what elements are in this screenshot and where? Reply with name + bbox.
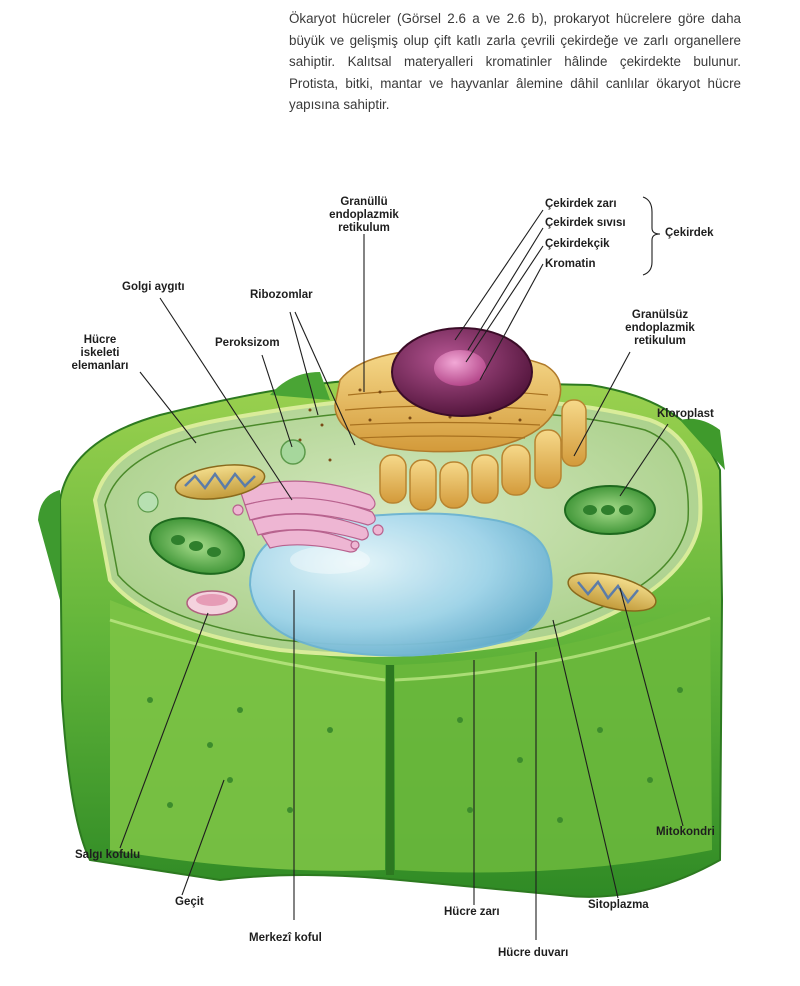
plasmodesmata bbox=[147, 687, 683, 823]
chloroplast-left bbox=[149, 517, 245, 575]
smooth-er bbox=[379, 399, 587, 511]
label-cell-membrane: Hücre zarı bbox=[444, 906, 500, 918]
label-mitochondrion: Mitokondri bbox=[656, 826, 715, 838]
label-cytoskeleton: Hücre iskeleti elemanları bbox=[71, 334, 129, 372]
label-nucleus: Çekirdek bbox=[665, 227, 714, 239]
label-chromatin: Kromatin bbox=[545, 258, 596, 270]
label-cytoplasm: Sitoplazma bbox=[588, 899, 649, 911]
label-smooth-er: Granülsüz endoplazmik retikulum bbox=[625, 309, 695, 347]
label-nucleoplasm: Çekirdek sıvısı bbox=[545, 217, 626, 229]
label-peroxisome: Peroksizom bbox=[215, 337, 280, 349]
front-wall-left bbox=[110, 600, 385, 871]
label-cell-wall: Hücre duvarı bbox=[498, 947, 569, 959]
cell-wall-neighbor-top bbox=[270, 372, 330, 400]
label-secretory-vesicle: Salgı kofulu bbox=[75, 849, 141, 861]
chloroplast-right bbox=[564, 485, 656, 535]
label-plasmodesma: Geçit bbox=[175, 896, 204, 908]
cell-wall-neighbor-right bbox=[680, 418, 725, 470]
label-chloroplast: Kloroplast bbox=[657, 408, 714, 420]
label-nuclear-membrane: Çekirdek zarı bbox=[545, 198, 617, 210]
leader-lines bbox=[119, 196, 684, 940]
label-granular-er: Granüllü endoplazmik retikulum bbox=[329, 196, 399, 234]
nucleolus bbox=[434, 350, 486, 386]
cell-wall-neighbor-left bbox=[38, 490, 60, 600]
peroxisome bbox=[280, 439, 306, 465]
label-ribosomes: Ribozomlar bbox=[250, 289, 313, 301]
label-nucleolus: Çekirdekçik bbox=[545, 238, 610, 250]
intro-paragraph: Ökaryot hücreler (Görsel 2.6 a ve 2.6 b)… bbox=[289, 11, 741, 113]
label-golgi: Golgi aygıtı bbox=[122, 281, 185, 293]
golgi-apparatus bbox=[232, 480, 384, 553]
mitochondrion-left bbox=[174, 464, 266, 500]
label-central-vacuole: Merkezî koful bbox=[249, 932, 322, 944]
mitochondrion-right bbox=[567, 572, 657, 612]
